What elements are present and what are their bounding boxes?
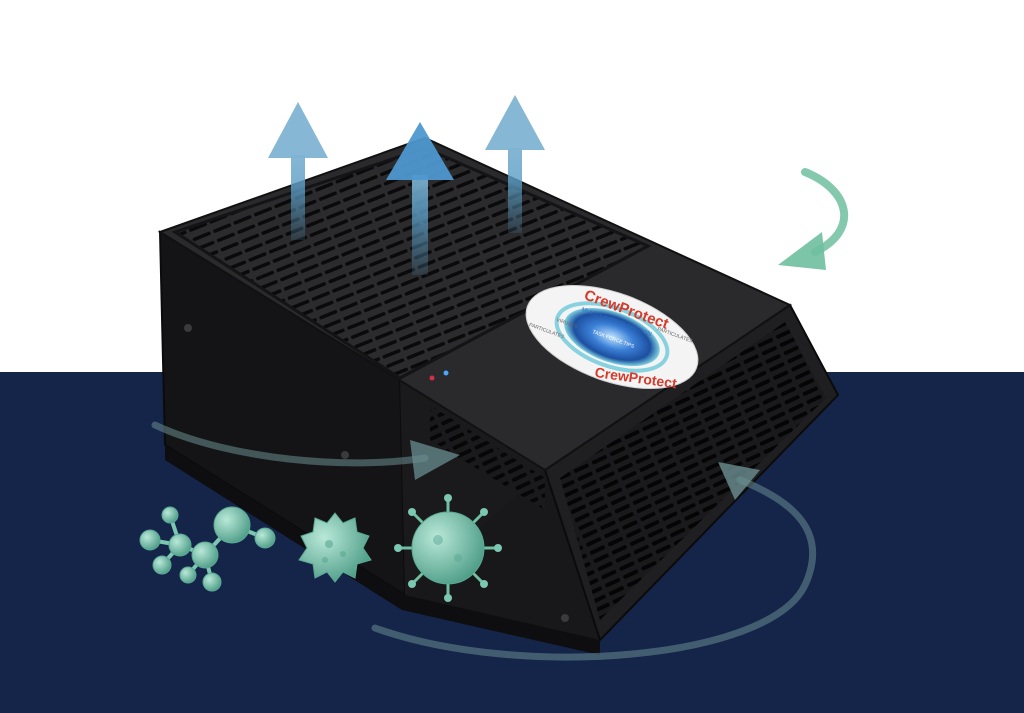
- led-red: [429, 375, 435, 381]
- arrow-up-icon: [268, 102, 328, 240]
- air-purifier-device: [157, 136, 840, 655]
- arrow-up-icon: [386, 122, 454, 275]
- virus-icon: [394, 494, 502, 602]
- pollen-icon: [298, 512, 372, 583]
- crewprotect-logo: CrewProtect CrewProtect MULTI LAYER FILT…: [525, 284, 699, 391]
- circulation-arrows: [151, 168, 849, 661]
- curved-arrow-icon: [778, 168, 849, 270]
- molecule-icon: [139, 506, 276, 592]
- led-blue: [443, 370, 449, 376]
- screw: [184, 324, 192, 332]
- curved-arrow-icon: [151, 421, 460, 480]
- arrow-up-icon: [485, 95, 545, 233]
- screw: [561, 614, 569, 622]
- curved-arrow-icon: [371, 462, 817, 661]
- airflow-arrows: [268, 95, 545, 275]
- screw: [341, 451, 349, 459]
